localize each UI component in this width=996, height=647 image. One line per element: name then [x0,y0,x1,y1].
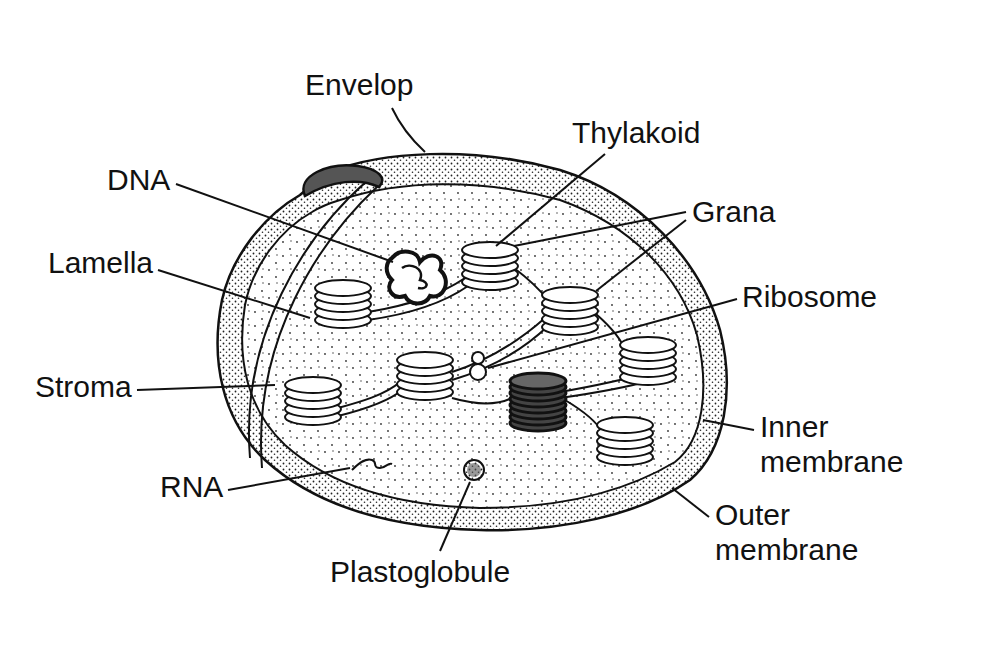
part-label: DNA [107,163,170,198]
lamella-lines [338,268,652,432]
part-label: Outer membrane [715,498,875,567]
part-label: Grana [692,195,775,230]
part-label: Plastoglobule [330,555,510,590]
plastoglobule-symbol [464,460,484,480]
part-label: Envelop [305,68,413,103]
part-label: RNA [160,470,223,505]
envelope-curl [303,165,382,196]
plastoglobule-symbol [467,463,481,477]
dna-loop [402,266,427,289]
part-label: Ribosome [742,280,877,315]
rna-strand [352,459,392,470]
part-label: Inner membrane [760,410,920,479]
part-label: Thylakoid [572,116,700,151]
ribosome-symbol [470,364,486,380]
envelope-cut [261,186,378,468]
part-label: Stroma [35,370,132,405]
outer-membrane [218,154,727,530]
dna-loop [387,252,446,304]
ribosome-symbol [472,352,484,364]
granum-stack [285,242,676,465]
part-label: Lamella [48,246,153,281]
leader-line [137,108,754,551]
